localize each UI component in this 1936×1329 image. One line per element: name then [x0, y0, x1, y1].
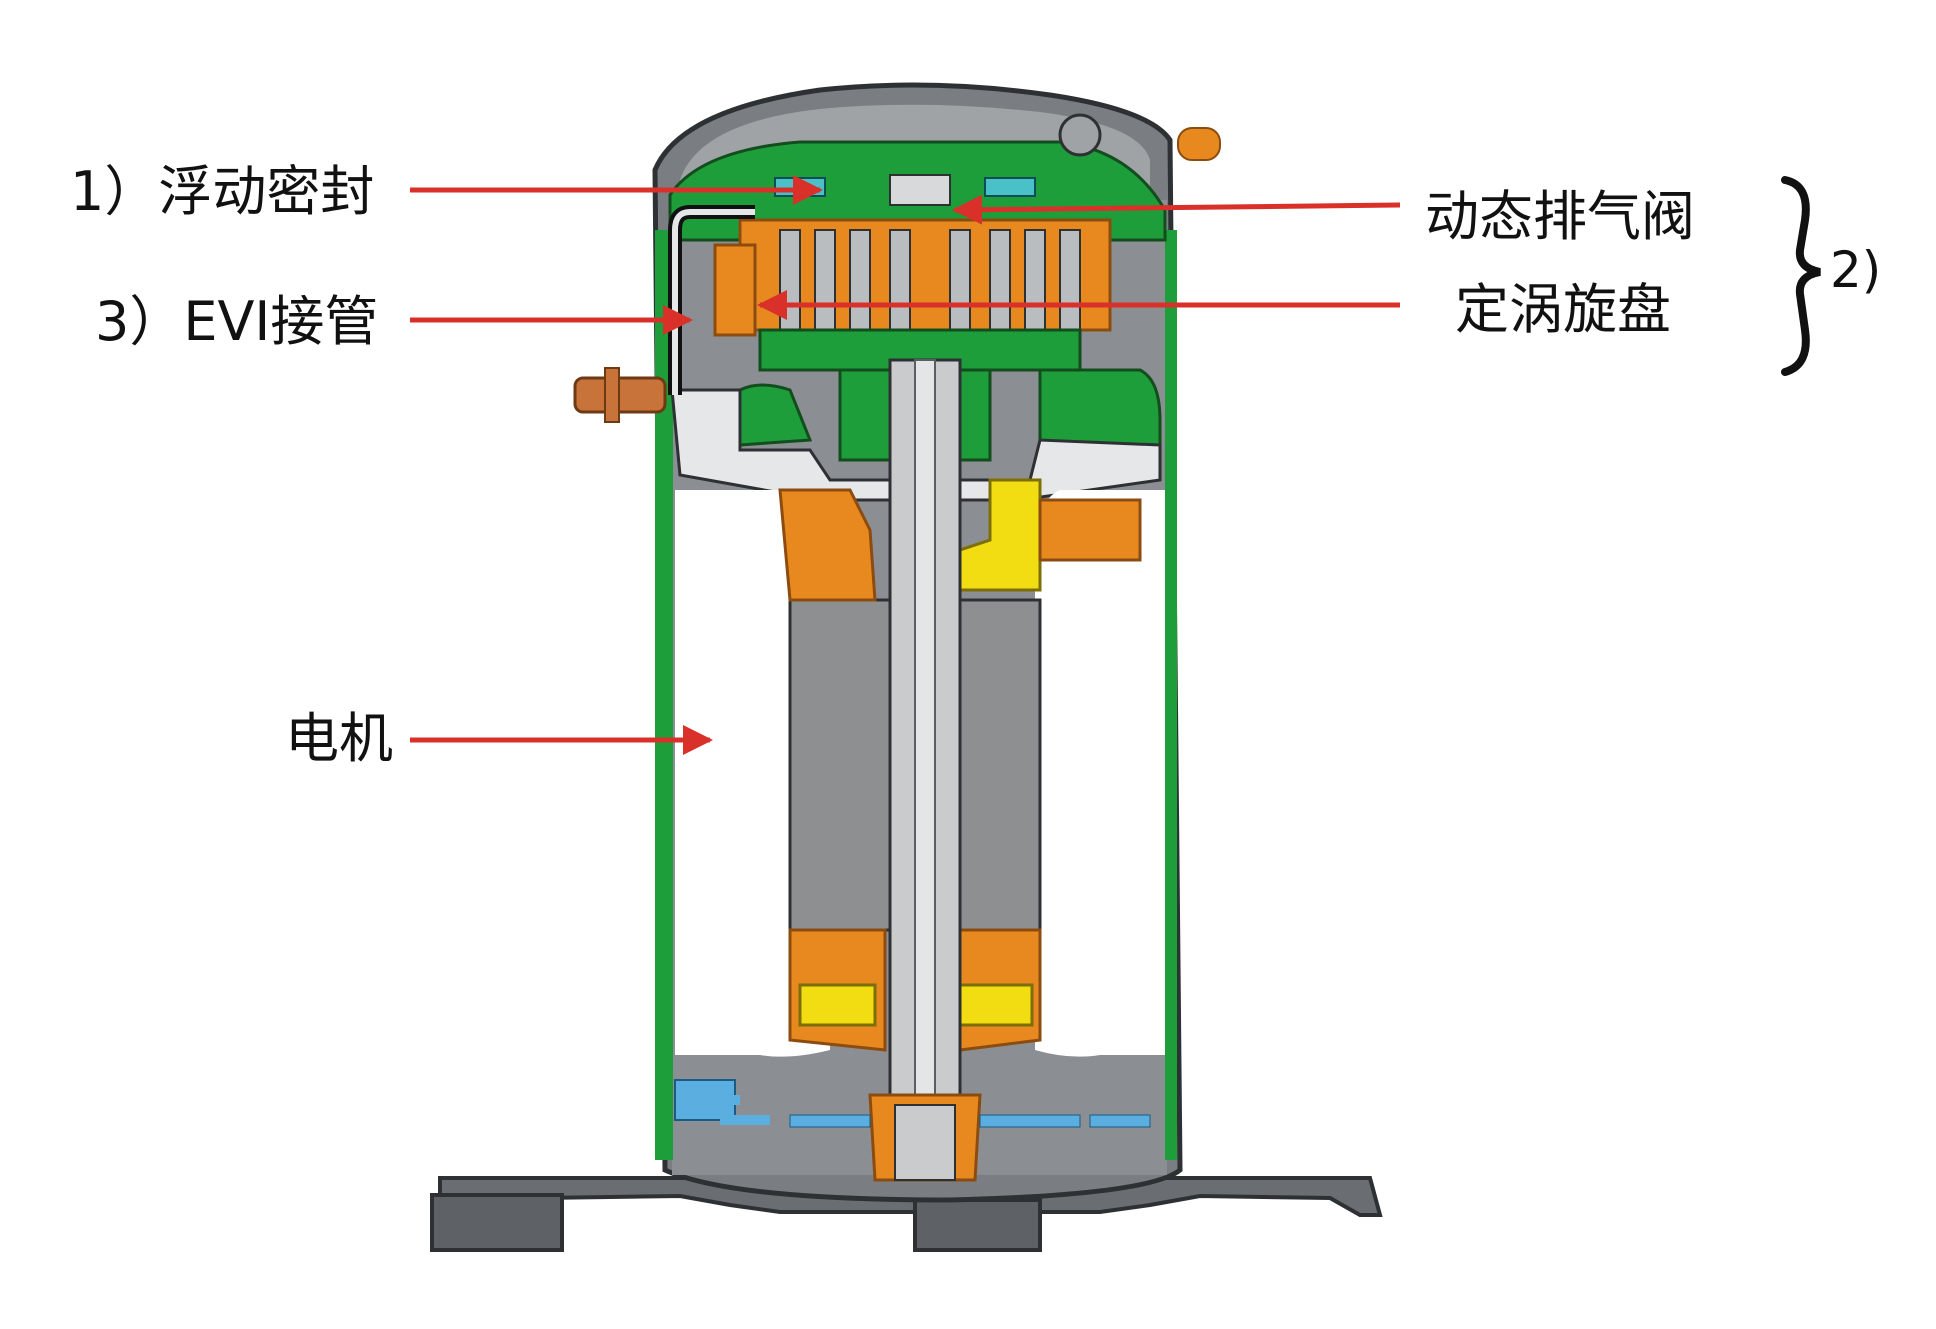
label-group-number: 2) — [1830, 241, 1882, 299]
discharge-port — [1058, 113, 1102, 157]
discharge-valve-body — [889, 174, 951, 206]
annotation-arrows — [410, 175, 1401, 755]
shell-left-green-edge — [655, 230, 673, 1160]
fixed-scroll-body — [713, 174, 1112, 341]
label-evi-pipe: 3）EVI接管 — [95, 290, 379, 353]
left-foot — [430, 1193, 564, 1252]
center-foot — [913, 1198, 1042, 1252]
oil-sump — [674, 1079, 1151, 1128]
label-fixed-scroll: 定涡旋盘 — [1455, 278, 1671, 341]
crankshaft — [868, 358, 982, 1182]
evi-tube — [573, 205, 755, 423]
group-brace — [1781, 176, 1821, 376]
shell-right-green-edge — [1165, 230, 1177, 1160]
label-dynamic-discharge-valve: 动态排气阀 — [1425, 185, 1695, 248]
label-floating-seal: 1）浮动密封 — [70, 160, 375, 223]
seal-ring-right — [984, 177, 1036, 197]
label-motor: 电机 — [285, 707, 393, 770]
discharge-fitting — [1177, 127, 1221, 161]
arrow-dynamic-discharge-valve — [952, 194, 1401, 225]
motor-windings — [778, 478, 1142, 1052]
seal-ring-left — [774, 177, 826, 197]
motor-stator — [788, 598, 1042, 932]
